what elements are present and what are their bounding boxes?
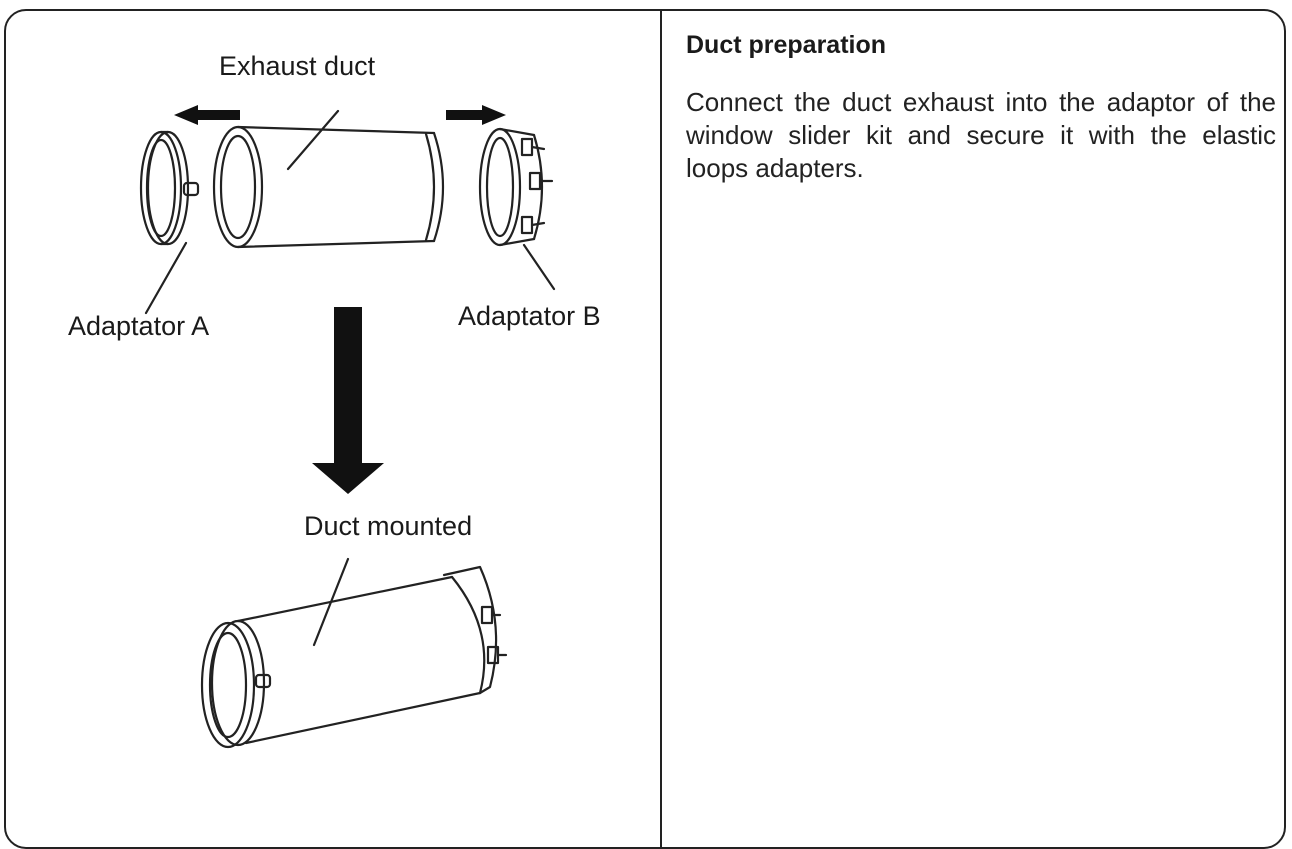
adaptator-a-label: Adaptator A bbox=[68, 311, 210, 341]
exhaust-duct-part bbox=[212, 125, 445, 249]
arrow-down-icon bbox=[312, 307, 384, 494]
section-heading: Duct preparation bbox=[686, 31, 887, 59]
arrow-right-icon bbox=[446, 105, 506, 125]
instruction-body: Connect the duct exhaust into the adapto… bbox=[686, 87, 1276, 183]
duct-mounted-label: Duct mounted bbox=[304, 511, 473, 541]
exhaust-duct-label: Exhaust duct bbox=[219, 51, 376, 81]
adaptator-b-label: Adaptator B bbox=[458, 301, 601, 331]
instruction-text: Duct preparation Connect the duct exhaus… bbox=[686, 31, 1276, 185]
column-divider bbox=[660, 11, 662, 847]
adaptator-a-part bbox=[139, 130, 200, 246]
adaptator-a-leader bbox=[144, 241, 188, 315]
adaptator-b-leader bbox=[522, 243, 556, 291]
separation-arrows bbox=[174, 105, 506, 125]
duct-assembly-drawing bbox=[139, 105, 556, 749]
exhaust-duct-leader bbox=[286, 109, 340, 171]
adaptator-b-part bbox=[478, 127, 554, 247]
mounted-duct-part bbox=[200, 565, 508, 749]
arrow-left-icon bbox=[174, 105, 240, 125]
instruction-panel: Exhaust duct Adaptator A Adaptator B Duc… bbox=[4, 9, 1286, 849]
assembly-illustration: Exhaust duct Adaptator A Adaptator B Duc… bbox=[6, 11, 660, 847]
